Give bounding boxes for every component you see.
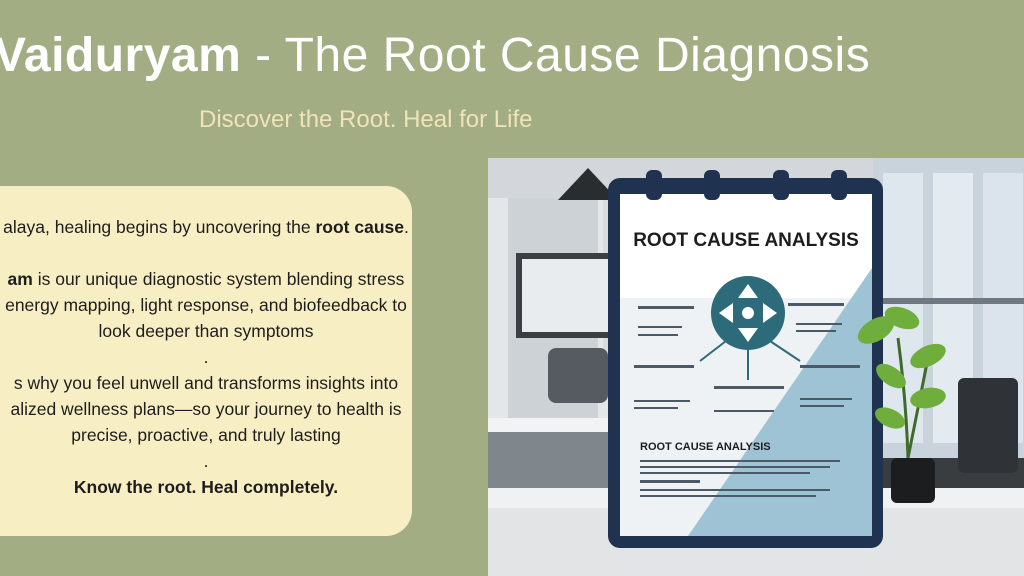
card-line-1-emphasis: root cause: [315, 217, 404, 237]
card-line-4: look deeper than symptoms: [98, 321, 314, 341]
card-line-2: am is our unique diagnostic system blend…: [0, 266, 412, 292]
clipboard-subtitle: ROOT CAUSE ANALYSIS: [640, 441, 771, 453]
card-line-3: energy mapping, light response, and biof…: [5, 295, 407, 315]
card-line-2-emphasis: am: [7, 269, 33, 289]
card-line-1-text: alaya, healing begins by uncovering the: [3, 217, 316, 237]
card-line-5: s why you feel unwell and transforms ins…: [13, 373, 399, 393]
description-text: alaya, healing begins by uncovering the …: [0, 214, 412, 500]
page-subtitle: Discover the Root. Heal for Life: [199, 106, 533, 133]
card-line-1-end: .: [403, 217, 409, 237]
root-cause-illustration: ROOT CAUSE ANALYSIS ROOT CAUSE AN: [488, 158, 1024, 576]
card-line-2-text: is our unique diagnostic system blending…: [32, 269, 405, 289]
card-separator-1: .: [203, 347, 209, 367]
description-card: alaya, healing begins by uncovering the …: [0, 186, 412, 536]
title-text: - The Root Cause Diagnosis: [241, 29, 871, 82]
card-line-6: alized wellness plans—so your journey to…: [10, 399, 402, 419]
card-separator-2: .: [203, 451, 209, 471]
clipboard-title: ROOT CAUSE ANALYSIS: [633, 230, 859, 251]
brand-name: Vaiduryam: [0, 29, 242, 82]
card-line-1: alaya, healing begins by uncovering the …: [0, 214, 412, 240]
card-closing-line: Know the root. Heal completely.: [73, 477, 339, 497]
page-title: Vaiduryam - The Root Cause Diagnosis: [0, 26, 870, 86]
card-line-7: precise, proactive, and truly lasting: [71, 425, 341, 445]
